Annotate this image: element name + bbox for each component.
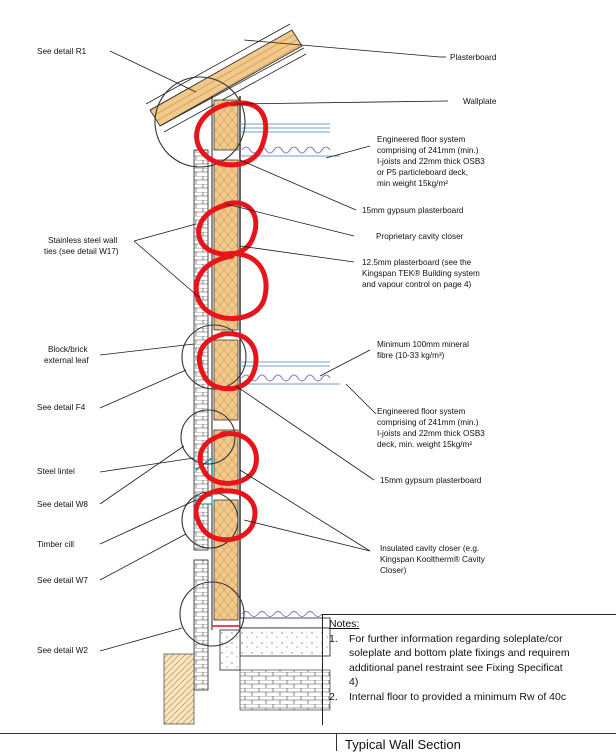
note-1-number: 1.	[329, 632, 338, 645]
label-gypsum-plasterboard-2: 15mm gypsum plasterboard	[380, 476, 482, 485]
notes-panel: Notes: 1. For further information regard…	[322, 614, 616, 725]
label-cavity-closer: Proprietary cavity closer	[376, 232, 464, 241]
note-1-line-2: soleplate and bottom plate fixings and r…	[349, 647, 570, 659]
label-see-detail-w7: See detail W7	[37, 576, 88, 585]
label-external-leaf-line1: Block/brick	[48, 345, 88, 354]
label-steel-lintel: Steel lintel	[37, 467, 75, 476]
drawing-title: Typical Wall Section	[336, 734, 461, 752]
red-circle-5	[197, 431, 259, 486]
label-floor-system-1-line5: min weight 15kg/m²	[377, 179, 448, 188]
label-wallplate: Wallplate	[463, 97, 497, 106]
red-circle-3	[193, 251, 269, 321]
label-external-leaf-line2: external leaf	[44, 356, 89, 365]
external-leaf-lower	[193, 559, 209, 691]
detail-circle-f4	[181, 324, 247, 390]
first-floor-zone	[240, 123, 340, 157]
red-circle-6	[193, 487, 258, 543]
label-see-detail-r1: See detail R1	[37, 47, 87, 56]
ground-floor-slab	[163, 611, 331, 725]
label-plasterboard-125-line1: 12.5mm plasterboard (see the	[362, 258, 472, 267]
red-circle-4	[196, 331, 259, 392]
note-1-line-4: 4)	[349, 676, 359, 688]
red-circle-1	[194, 100, 269, 168]
detail-circle-w2	[179, 581, 245, 647]
label-see-detail-f4: See detail F4	[37, 403, 86, 412]
label-floor-system-2-line2: comprising of 241mm (min.)	[377, 418, 479, 427]
label-floor-system-1-line4: or P5 particleboard deck,	[377, 168, 468, 177]
insulation-5	[213, 499, 239, 621]
title-block: Typical Wall Section	[0, 733, 616, 752]
label-floor-system-2-line1: Engineered floor system	[377, 407, 465, 416]
label-floor-system-1-line3: I-joists and 22mm thick OSB3	[377, 157, 485, 166]
insulation-2	[213, 159, 239, 331]
label-plasterboard: Plasterboard	[450, 53, 497, 62]
label-mineral-fibre-line2: fibre (10-33 kg/m³)	[377, 351, 445, 360]
note-1-line-1: For further information regarding solepl…	[349, 632, 563, 645]
label-floor-system-1-line1: Engineered floor system	[377, 135, 465, 144]
notes-title: Notes:	[329, 618, 360, 630]
label-insulated-cavity-closer-line1: Insulated cavity closer (e.g.	[380, 544, 479, 553]
note-1: 1. For further information regarding sol…	[323, 632, 616, 690]
label-wall-ties-line1: Stainless steel wall	[48, 236, 117, 245]
label-floor-system-2-line3: I-joists and 22mm thick OSB3	[377, 429, 485, 438]
note-2-number: 2.	[329, 690, 338, 703]
label-timber-cill: Timber cill	[37, 540, 74, 549]
label-see-detail-w8: See detail W8	[37, 500, 88, 509]
label-insulated-cavity-closer-line2: Kingspan Kooltherm® Cavity	[380, 555, 486, 564]
insulation-3	[213, 339, 239, 421]
detail-circle-r1	[154, 76, 246, 168]
label-plasterboard-125-line2: Kingspan TEK® Building system	[362, 269, 480, 278]
label-see-detail-w2: See detail W2	[37, 646, 88, 655]
note-2-line-1: Internal floor to provided a minimum Rw …	[349, 690, 567, 703]
left-labels: See detail R1 Stainless steel wall ties …	[37, 47, 119, 655]
label-wall-ties-line2: ties (see detail W17)	[44, 247, 119, 256]
label-mineral-fibre-line1: Minimum 100mm mineral	[377, 340, 469, 349]
label-floor-system-2-line4: deck, min. weight 15kg/m²	[377, 440, 472, 449]
note-1-line-3: additional panel restraint see Fixing Sp…	[349, 661, 563, 674]
right-labels: Plasterboard Wallplate Engineered floor …	[362, 53, 497, 575]
label-insulated-cavity-closer-line3: Closer)	[380, 566, 407, 575]
note-2: 2. Internal floor to provided a minimum …	[323, 690, 616, 705]
label-floor-system-1-line2: comprising of 241mm (min.)	[377, 146, 479, 155]
detail-circle-w8	[180, 409, 236, 465]
label-plasterboard-125-line3: and vapour control on page 4)	[362, 280, 472, 289]
label-gypsum-plasterboard-1: 15mm gypsum plasterboard	[362, 206, 464, 215]
